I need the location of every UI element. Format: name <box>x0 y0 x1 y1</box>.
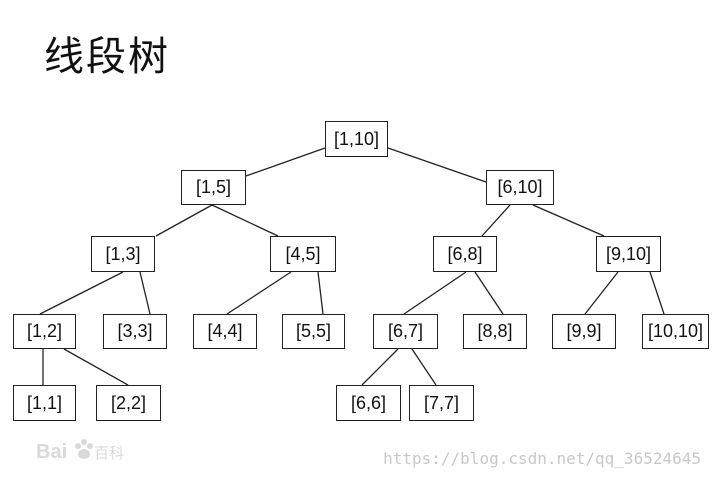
edge-n-1-3-to-n-3-3 <box>139 271 151 315</box>
tree-node-4-5: [4,5] <box>270 236 336 272</box>
tree-node-8-8: [8,8] <box>463 314 527 349</box>
edge-n-4-5-to-n-4-4 <box>226 271 292 315</box>
edge-n-6-7-to-n-6-6 <box>361 348 399 386</box>
edge-n-6-10-to-n-9-10 <box>532 204 605 237</box>
edge-n-1-2-to-n-2-2 <box>63 348 129 386</box>
edge-n-6-10-to-n-6-8 <box>481 204 511 237</box>
edge-n-1-5-to-n-4-5 <box>211 204 279 237</box>
edge-n-1-3-to-n-1-2 <box>39 271 124 315</box>
tree-node-1-3: [1,3] <box>91 236 155 272</box>
tree-node-4-4: [4,4] <box>193 314 257 349</box>
tree-node-10-10: [10,10] <box>642 314 709 349</box>
tree-node-1-2: [1,2] <box>13 314 76 349</box>
edge-n-6-8-to-n-6-7 <box>403 271 467 315</box>
tree-node-6-10: [6,10] <box>486 170 554 205</box>
edge-n-6-8-to-n-8-8 <box>474 271 504 315</box>
edge-n-1-5-to-n-1-3 <box>155 204 213 237</box>
tree-node-1-10: [1,10] <box>325 121 388 157</box>
svg-text:百科: 百科 <box>94 444 124 462</box>
tree-node-6-8: [6,8] <box>433 236 497 272</box>
tree-node-6-7: [6,7] <box>373 314 438 349</box>
edge-n-6-7-to-n-7-7 <box>411 348 437 386</box>
tree-node-1-1: [1,1] <box>13 385 76 421</box>
tree-node-1-5: [1,5] <box>181 170 246 205</box>
watermark-url: https://blog.csdn.net/qq_36524645 <box>383 449 701 468</box>
diagram-title: 线段树 <box>44 34 170 80</box>
tree-node-3-3: [3,3] <box>103 314 167 349</box>
edge-n-1-10-to-n-1-5 <box>245 147 326 177</box>
baidu-baike-logo: Bai 百科 <box>36 439 124 463</box>
tree-node-2-2: [2,2] <box>96 385 161 421</box>
tree-node-6-6: [6,6] <box>336 385 401 421</box>
svg-text:Bai: Bai <box>36 441 67 463</box>
tree-node-5-5: [5,5] <box>282 314 345 349</box>
edge-n-9-10-to-n-9-9 <box>584 271 619 315</box>
edge-n-1-10-to-n-6-10 <box>387 147 487 183</box>
tree-node-9-9: [9,9] <box>552 314 616 349</box>
tree-node-9-10: [9,10] <box>596 236 661 272</box>
edge-n-9-10-to-n-10-10 <box>649 271 665 315</box>
tree-node-7-7: [7,7] <box>409 385 474 421</box>
edge-n-4-5-to-n-5-5 <box>317 271 324 315</box>
